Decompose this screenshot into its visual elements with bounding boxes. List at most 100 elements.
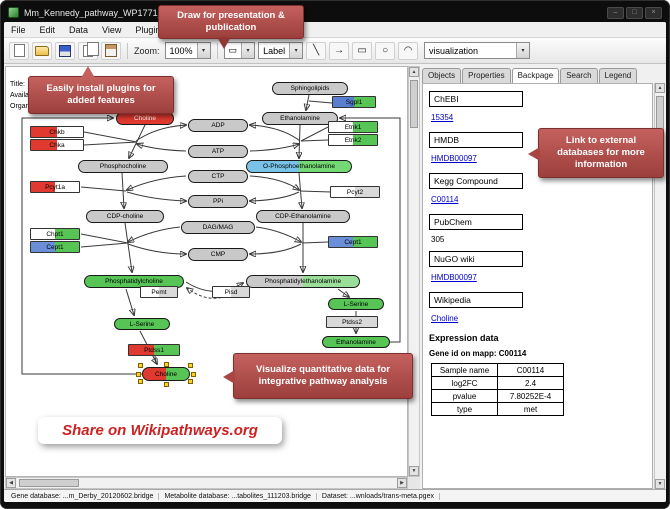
rect-tool[interactable]: ▭ (352, 41, 373, 60)
toolbar-tools-group: ▭▾Label▾╲→▭○◠ (223, 41, 419, 60)
tab-backpage[interactable]: Backpage (511, 68, 560, 83)
arc-tool[interactable]: ◠ (398, 41, 419, 60)
tab-search[interactable]: Search (560, 68, 598, 83)
minimize-button[interactable]: – (607, 6, 624, 19)
datanode-combo-caret-icon[interactable]: ▾ (241, 43, 255, 58)
pathway-node-phosphatidylcholine[interactable]: Phosphatidylcholine (84, 275, 184, 288)
tab-legend[interactable]: Legend (598, 68, 638, 83)
menu-file[interactable]: File (11, 24, 26, 35)
pathway-node-choline[interactable]: Choline (142, 367, 190, 381)
oval-tool[interactable]: ○ (375, 41, 396, 60)
pathway-node-pemt[interactable]: Pemt (140, 286, 178, 298)
backpage-section-value[interactable]: Choline (431, 314, 459, 323)
menu-view[interactable]: View (102, 24, 122, 35)
backpage-section-value[interactable]: HMDB00097 (431, 154, 477, 163)
pathway-node-etnk2[interactable]: Etnk2 (328, 134, 378, 146)
selection-handle[interactable] (164, 382, 169, 387)
toolbar-separator (127, 42, 128, 59)
pathway-node-sphingolipids[interactable]: Sphingolipids (272, 82, 348, 95)
pathway-node-atp[interactable]: ATP (188, 145, 248, 158)
scroll-left-button[interactable]: ◀ (6, 478, 16, 488)
pathway-node-o-phosphoethanolamine[interactable]: O-Phosphoethanolamine (246, 160, 352, 173)
pathway-node-l-serine[interactable]: L-Serine (114, 318, 170, 330)
menu-edit[interactable]: Edit (39, 24, 56, 35)
zoom-caret-icon[interactable]: ▾ (196, 43, 210, 58)
pathway-node-adp[interactable]: ADP (188, 119, 248, 132)
vertical-scroll-thumb[interactable] (410, 80, 418, 128)
backpage-section-value[interactable]: HMDB00097 (431, 273, 477, 282)
gene-id-line: Gene id on mapp: C00114 (429, 349, 527, 358)
pathway-node-cdp-ethanolamine[interactable]: CDP-Ethanolamine (256, 210, 350, 223)
visualization-combo[interactable]: visualization ▾ (424, 42, 530, 59)
pathway-node-chkb[interactable]: Chkb (30, 126, 84, 138)
save-button[interactable] (55, 41, 75, 60)
scroll-up-button[interactable]: ▲ (655, 83, 665, 93)
menu-plugins[interactable]: Plugins (135, 24, 165, 35)
pathway-node-ptdss2[interactable]: Ptdss2 (326, 316, 378, 328)
backpage-section-title: NuGO wiki (429, 251, 523, 267)
status-segment: Metabolite database: ...tabolites_111203… (159, 492, 317, 500)
tab-objects[interactable]: Objects (422, 68, 462, 83)
label-combo-caret-icon[interactable]: ▾ (289, 43, 303, 58)
canvas-horizontal-scrollbar[interactable]: ◀ ▶ (5, 477, 408, 489)
scroll-up-button[interactable]: ▲ (409, 67, 419, 77)
pathway-node-ptdss1[interactable]: Ptdss1 (128, 344, 180, 356)
selection-handle[interactable] (191, 372, 196, 377)
line-tool[interactable]: ╲ (306, 41, 327, 60)
pathway-node-etnk1[interactable]: Etnk1 (328, 121, 378, 133)
label-combo[interactable]: Label▾ (258, 42, 304, 59)
pathway-node-ctp[interactable]: CTP (188, 170, 248, 183)
open-button[interactable] (32, 41, 52, 60)
pathway-node-cept1[interactable]: Cept1 (30, 241, 80, 253)
selection-handle[interactable] (188, 379, 193, 384)
backpage-section-value[interactable]: 15354 (431, 113, 454, 122)
horizontal-scroll-thumb[interactable] (19, 479, 79, 487)
pathway-node-cept1[interactable]: Cept1 (328, 236, 378, 248)
pathway-node-ethanolamine[interactable]: Ethanolamine (262, 112, 338, 125)
label-combo-value: Label (263, 45, 286, 56)
copy-button[interactable] (78, 41, 99, 60)
scroll-down-button[interactable]: ▼ (409, 466, 419, 476)
toolbar-file-group (9, 41, 121, 60)
canvas-vertical-scrollbar[interactable]: ▲ ▼ (408, 66, 420, 477)
maximize-button[interactable]: □ (626, 6, 643, 19)
pathway-node-phosphocholine[interactable]: Phosphocholine (78, 160, 168, 173)
selection-handle[interactable] (164, 362, 169, 367)
pathway-node-pisd[interactable]: Pisd (212, 286, 250, 298)
selection-handle[interactable] (136, 372, 141, 377)
selection-handle[interactable] (138, 379, 143, 384)
paste-icon (105, 44, 117, 57)
pathway-node-sgpl1[interactable]: Sgpl1 (332, 96, 376, 108)
visualization-caret-icon[interactable]: ▾ (516, 43, 529, 58)
selection-handle[interactable] (188, 363, 193, 368)
pathway-node-phosphatidylethanolamine[interactable]: Phosphatidylethanolamine (246, 275, 360, 288)
datanode-combo[interactable]: ▭▾ (223, 42, 256, 59)
scroll-down-button[interactable]: ▼ (655, 479, 665, 489)
pathway-node-chka[interactable]: Chka (30, 139, 84, 151)
zoom-combo[interactable]: 100% ▾ (164, 42, 211, 59)
tab-properties[interactable]: Properties (462, 68, 511, 83)
pathway-node-dag-mag[interactable]: DAG/MAG (181, 221, 255, 234)
pathway-node-pcyt2[interactable]: Pcyt2 (330, 186, 380, 198)
pathway-node-pcyt1a[interactable]: Pcyt1a (30, 181, 80, 193)
close-button[interactable]: × (645, 6, 662, 19)
pathway-node-ppi[interactable]: PPi (188, 195, 248, 208)
scroll-right-button[interactable]: ▶ (397, 478, 407, 488)
pathway-node-cmp[interactable]: CMP (188, 248, 248, 261)
paste-button[interactable] (101, 41, 121, 60)
pathway-node-cdp-choline[interactable]: CDP-choline (86, 210, 164, 223)
selection-handle[interactable] (138, 363, 143, 368)
pathway-node-chpt1[interactable]: Chpt1 (30, 228, 80, 240)
pathway-node-l-serine[interactable]: L-Serine (328, 298, 384, 310)
pathway-node-ethanolamine[interactable]: Ethanolamine (322, 336, 390, 348)
menu-data[interactable]: Data (69, 24, 89, 35)
arrow-tool[interactable]: → (329, 41, 350, 60)
backpage-section-value[interactable]: C00114 (431, 195, 459, 204)
new-button[interactable] (9, 41, 29, 60)
